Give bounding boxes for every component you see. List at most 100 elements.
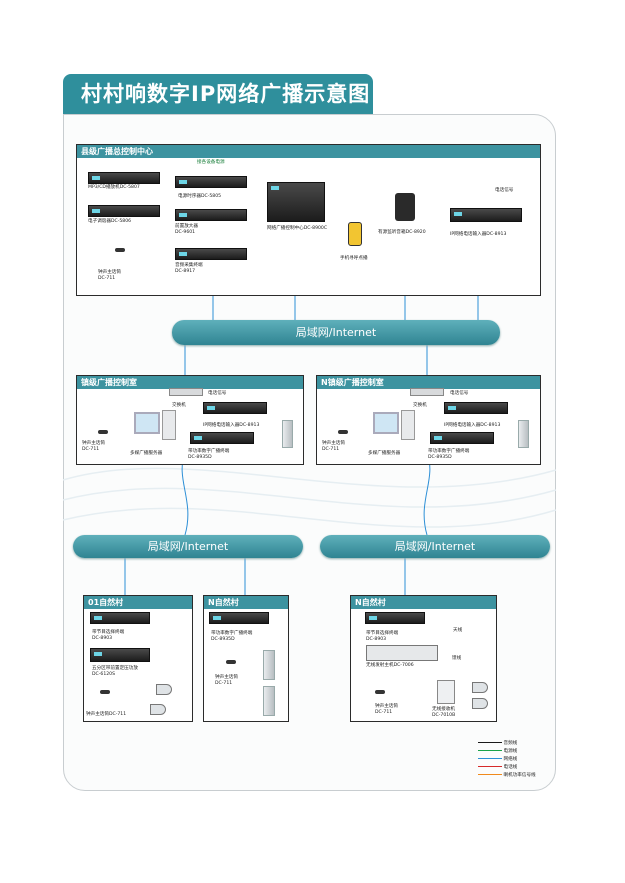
town-left-server-label: 多媒广播服务器: [130, 451, 163, 456]
town-left-phone-input: [203, 402, 267, 414]
town-right-phone-signal: 电话信号: [450, 391, 469, 396]
mp3-player: [88, 172, 160, 184]
legend-label: 喇机功率信号线: [503, 773, 536, 778]
town-right-pc: [401, 410, 415, 440]
collector-label-2: DC-8917: [175, 269, 196, 274]
phone-input-label: IP网络电话输入器DC-8913: [450, 232, 507, 237]
audio-collector: [175, 248, 247, 260]
town-left-pc: [162, 410, 176, 440]
town-left-mic-label-1: 钟声主话筒: [82, 441, 105, 446]
village-3-terminal-label-2: DC-8903: [366, 637, 387, 642]
village-1-terminal-label-2: DC-8903: [92, 636, 113, 641]
town-right-header: N镇级广播控制室: [317, 376, 540, 389]
village-2-header: N自然村: [204, 596, 288, 609]
town-right-phone-input: [444, 402, 508, 414]
remote-label: 手机寻呼点播: [340, 256, 368, 261]
legend-item-phone: 电话线: [478, 764, 517, 770]
town-left-header: 镇级广播控制室: [77, 376, 303, 389]
town-left-phone-input-label: IP网络电话输入器DC-8913: [203, 423, 260, 428]
village-1-mic-label: 钟声主话筒DC-711: [86, 712, 127, 717]
town-left-column-speaker: [282, 420, 293, 448]
legend-swatch: [478, 774, 502, 775]
legend-item-network: 网络线: [478, 756, 517, 762]
legend-label: 音频线: [503, 741, 518, 746]
tuner-label: 电子调谐器DC-5806: [88, 219, 132, 224]
village-2-mic-label-2: DC-711: [215, 681, 233, 686]
village-1-header: 01自然村: [84, 596, 192, 609]
legend-label: 电源线: [503, 749, 518, 754]
county-phone-signal: 电话信号: [495, 188, 514, 193]
internet-bar-right: 局域网/Internet: [320, 535, 550, 558]
county-mic: [115, 248, 125, 252]
town-left-terminal-label-1: 带功率数字广播终端: [188, 449, 230, 454]
town-left-phone-signal: 电话信号: [208, 391, 227, 396]
sequencer: [175, 176, 247, 188]
village-3-mic: [375, 690, 385, 694]
tuner: [88, 205, 160, 217]
preamp-label-2: DC-9601: [175, 230, 196, 235]
village-3-receiver-label-1: 无线接收机: [432, 707, 455, 712]
town-left-mic: [98, 430, 108, 434]
legend-item-power: 电源线: [478, 748, 517, 754]
control-center-label: 网络广播控制中心DC-8900C: [267, 226, 328, 231]
preamp-label-1: 前置放大器: [175, 224, 198, 229]
town-right-terminal: [430, 432, 494, 444]
village-3-horn-1: [472, 682, 488, 693]
town-right-mic-label-2: DC-711: [322, 447, 340, 452]
phone-input: [450, 208, 522, 222]
village-1-terminal-label-1: 带节目选择终端: [92, 630, 125, 635]
village-2-terminal-label-1: 带功率数字广播终端: [211, 631, 253, 636]
village-3-receiver-label-2: DC-7010B: [432, 713, 456, 718]
village-2-terminal: [209, 612, 269, 624]
village-3-terminal-label-1: 带节目选择终端: [366, 631, 399, 636]
town-left-terminal: [190, 432, 254, 444]
village-2-mic-label-1: 钟声主话筒: [215, 675, 238, 680]
village-1-terminal: [90, 612, 150, 624]
internet-bar-left: 局域网/Internet: [73, 535, 303, 558]
collector-label-1: 音频采集终端: [175, 263, 203, 268]
village-2-column-speaker-2: [263, 686, 275, 716]
village-1-amp: [90, 648, 150, 662]
village-3-antenna-label: 天线: [453, 628, 463, 633]
legend-swatch: [478, 758, 502, 759]
town-right-monitor: [373, 412, 399, 434]
legend-swatch: [478, 742, 502, 743]
internet-bar-main: 局域网/Internet: [172, 320, 500, 345]
village-3-mic-label-1: 钟声主话筒: [375, 704, 398, 709]
preamp: [175, 209, 247, 221]
village-3-header: N自然村: [351, 596, 496, 609]
legend-label: 网络线: [503, 757, 518, 762]
village-3-fm-transmitter: [366, 645, 438, 661]
town-right-terminal-label-2: DC-8935D: [428, 455, 452, 460]
town-left-terminal-label-2: DC-8935D: [188, 455, 212, 460]
legend-swatch: [478, 750, 502, 751]
village-3-mic-label-2: DC-711: [375, 710, 393, 715]
village-1-amp-label-2: DC-6120S: [92, 672, 116, 677]
town-left-switch: [169, 388, 203, 396]
town-right-mic-label-1: 钟声主话筒: [322, 441, 345, 446]
town-right-phone-input-label: IP网络电话输入器DC-8913: [444, 423, 501, 428]
legend-item-speaker-signal: 喇机功率信号线: [478, 772, 536, 778]
village-3-receiver: [437, 680, 455, 704]
town-right-column-speaker: [518, 420, 529, 448]
power-label: 接各设备电源: [197, 160, 225, 165]
phone-remote: [348, 222, 362, 246]
active-speaker: [395, 193, 415, 221]
village-2-mic: [226, 660, 236, 664]
legend-swatch: [478, 766, 502, 767]
village-2-column-speaker-1: [263, 650, 275, 680]
town-right-server-label: 多媒广播服务器: [368, 451, 401, 456]
village-3-feeder-label: 馈线: [452, 656, 462, 661]
village-2-terminal-label-2: DC-8935D: [211, 637, 235, 642]
page-title: 村村响数字IP网络广播示意图: [63, 74, 373, 114]
town-left-monitor: [134, 412, 160, 434]
active-speaker-label: 有源监听音箱DC-8920: [378, 230, 426, 235]
village-1-amp-label-1: 五分区带前置定压功放: [92, 666, 138, 671]
village-1-horn-1: [156, 684, 172, 695]
legend-label: 电话线: [503, 765, 518, 770]
town-right-switch-label: 交换机: [413, 403, 427, 408]
town-left-mic-label-2: DC-711: [82, 447, 100, 452]
legend: 音频线 电源线 网络线 电话线 喇机功率信号线: [478, 740, 548, 784]
town-right-mic: [338, 430, 348, 434]
town-right-panel: N镇级广播控制室: [316, 375, 541, 465]
